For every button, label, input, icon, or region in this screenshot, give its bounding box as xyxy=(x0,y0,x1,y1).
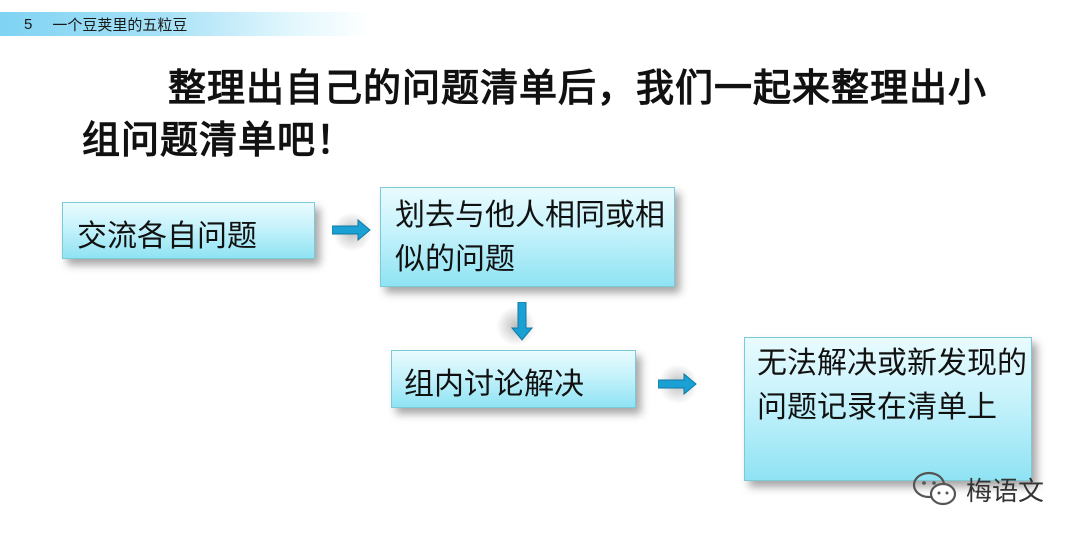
lesson-title: 一个豆荚里的五粒豆 xyxy=(52,15,188,34)
slide-title: 整理出自己的问题清单后，我们一起来整理出小组问题清单吧！ xyxy=(82,66,988,162)
flow-step-group-discuss: 组内讨论解决 xyxy=(391,350,636,408)
lesson-number: 5 xyxy=(24,15,33,33)
arrow-right-icon xyxy=(332,218,371,242)
wechat-icon xyxy=(912,471,957,506)
flow-step-remove-duplicates: 划去与他人相同或相似的问题 xyxy=(380,187,675,287)
watermark-text: 梅语文 xyxy=(966,476,1045,507)
flow-step-exchange: 交流各自问题 xyxy=(62,202,315,259)
arrow-shadow xyxy=(496,306,536,346)
arrow-right-icon xyxy=(658,372,697,396)
flow-step-record-unsolved: 无法解决或新发现的问题记录在清单上 xyxy=(744,337,1032,481)
watermark: 梅语文 xyxy=(912,470,1044,508)
lesson-header: 5 一个豆荚里的五粒豆 xyxy=(0,12,370,36)
arrow-down-icon xyxy=(510,302,534,341)
